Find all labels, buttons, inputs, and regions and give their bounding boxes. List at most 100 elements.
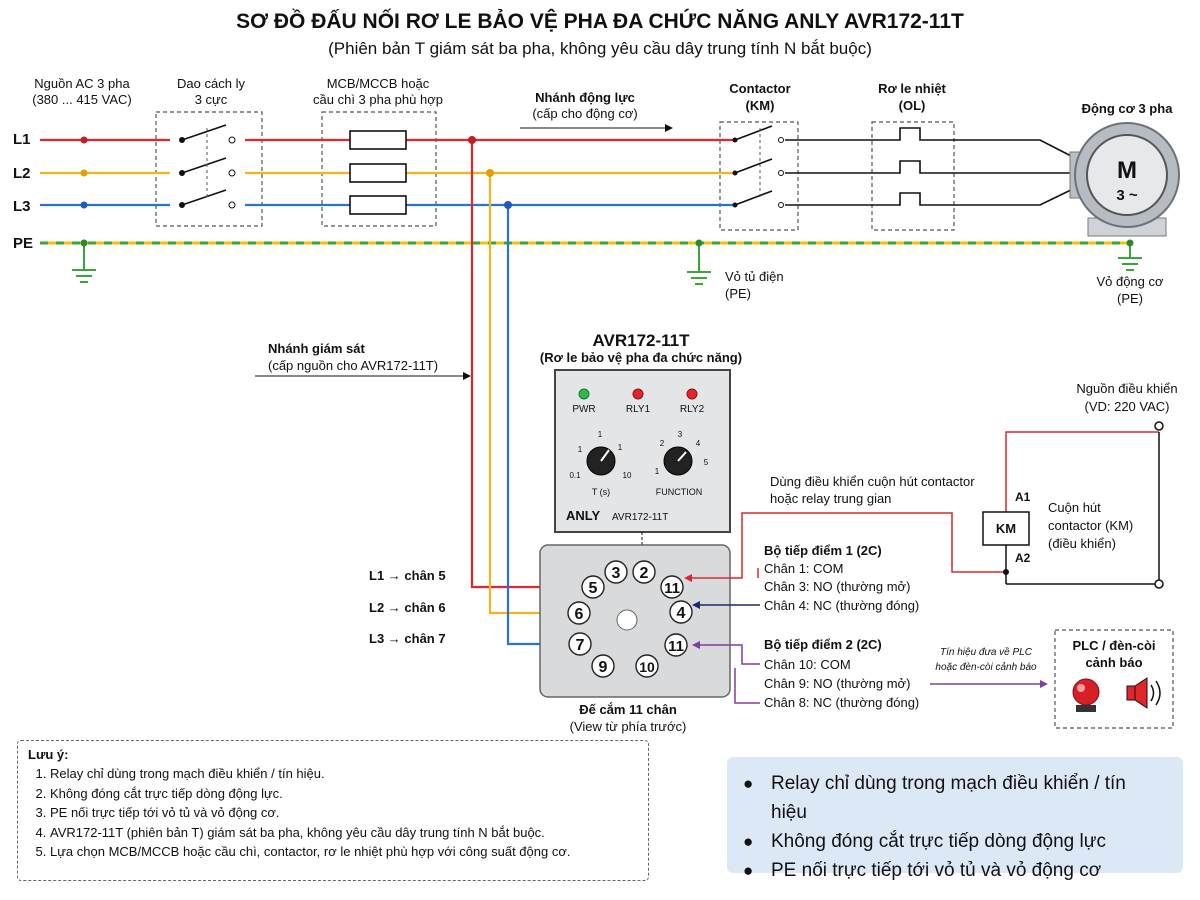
- power-branch-sub: (cấp cho động cơ): [532, 106, 637, 121]
- f-scale-1: 2: [660, 439, 665, 448]
- function-knob[interactable]: [663, 446, 693, 476]
- l2-pin-map: L2 → chân 6: [369, 600, 446, 615]
- coil-a2: A2: [1015, 551, 1031, 565]
- overload-label: Rơ le nhiệt: [878, 81, 946, 96]
- control-source-label: Nguồn điều khiển: [1076, 381, 1177, 396]
- note-item: Lựa chọn MCB/MCCB hoặc cầu chì, contacto…: [50, 842, 638, 862]
- isolator-switches: [179, 124, 236, 209]
- motor-symbol: M: [1117, 157, 1137, 184]
- power-branch-label: Nhánh động lực: [535, 90, 635, 105]
- phase-wires: [40, 138, 1076, 207]
- pin-7: 7: [568, 632, 592, 656]
- contact2-nc: Chân 8: NC (thường đóng): [764, 695, 919, 710]
- cabinet-ground-label: Vỏ tủ điện: [725, 269, 784, 284]
- coil-desc-1: Cuộn hút: [1048, 500, 1101, 515]
- svg-text:4: 4: [677, 605, 686, 622]
- notes-title: Lưu ý:: [28, 747, 69, 762]
- t-scale-4: 1: [618, 443, 623, 452]
- coil-label: KM: [996, 521, 1016, 536]
- pin-9: 9: [591, 654, 615, 678]
- pin-6: 6: [567, 601, 591, 625]
- relay-model: AVR172-11T: [612, 512, 668, 523]
- page-title: SƠ ĐỒ ĐẤU NỐI RƠ LE BẢO VỆ PHA ĐA CHỨC N…: [236, 9, 964, 33]
- pin-2: 2: [632, 560, 656, 584]
- cabinet-ground-tag: (PE): [725, 286, 751, 301]
- t-scale-0: 0.1: [569, 471, 581, 480]
- contact1-title: Bộ tiếp điểm 1 (2C): [764, 543, 882, 558]
- relay-body: PWR RLY1 RLY2 0.1 1 10 1 1 T (s) 1 2 3 4…: [554, 369, 731, 533]
- note-item: Relay chỉ dùng trong mạch điều khiển / t…: [50, 764, 638, 784]
- note-item: AVR172-11T (phiên bản T) giám sát ba pha…: [50, 823, 638, 843]
- alarm-lamp-icon: [1072, 678, 1100, 712]
- socket-caption-sub: (View từ phía trước): [570, 719, 687, 734]
- plc-box: [1054, 629, 1174, 729]
- contact2-title: Bộ tiếp điểm 2 (2C): [764, 637, 882, 652]
- source-label: Nguồn AC 3 pha: [34, 76, 130, 91]
- svg-text:6: 6: [575, 606, 584, 623]
- pin-1: 11: [660, 575, 684, 599]
- pe-label: PE: [13, 235, 33, 252]
- relay-brand: ANLY: [566, 508, 601, 523]
- led-pwr-label: PWR: [572, 404, 595, 415]
- motor-phase: 3 ~: [1116, 187, 1138, 204]
- pin-8: 11: [664, 633, 688, 657]
- km-coil: [982, 511, 1030, 546]
- l3-label: L3: [13, 198, 31, 215]
- contactor-contacts: [732, 125, 784, 208]
- plc-signal-note-sub: hoặc đèn-còi cảnh báo: [935, 661, 1037, 673]
- t-knob-label: T (s): [592, 487, 610, 497]
- contactor-label: Contactor: [729, 81, 790, 96]
- isolator-poles: 3 cực: [195, 92, 228, 107]
- control-circuit: [1005, 431, 1160, 585]
- pin-5: 5: [581, 575, 605, 599]
- isolator-box: [155, 111, 263, 227]
- relay-name: AVR172-11T: [592, 331, 690, 350]
- l3-pin-map: L3 → chân 7: [369, 631, 446, 646]
- note-item: Không đóng cắt trực tiếp dòng động lực.: [50, 784, 638, 804]
- motor-label: Động cơ 3 pha: [1082, 101, 1174, 116]
- socket-caption: Đế cắm 11 chân: [579, 702, 677, 717]
- source-ground-icon: [72, 243, 96, 283]
- contact1-nc: Chân 4: NC (thường đóng): [764, 598, 919, 613]
- isolator-label: Dao cách ly: [177, 76, 245, 91]
- contact2-wires: [694, 644, 1042, 704]
- socket-pins: 3 2 11 5 6 4 7 11 9 10: [567, 560, 693, 678]
- siren-icon: [1126, 677, 1161, 709]
- overload-elements: [895, 127, 935, 206]
- rly1-led-icon: [632, 388, 644, 400]
- control-terminal-bottom: [1154, 579, 1164, 589]
- contact1-wires: [690, 512, 1006, 606]
- monitor-branch-sub: (cấp nguồn cho AVR172-11T): [268, 358, 438, 373]
- time-knob[interactable]: [586, 446, 616, 476]
- l1-label: L1: [13, 131, 31, 148]
- rly2-led-icon: [686, 388, 698, 400]
- svg-text:7: 7: [576, 637, 585, 654]
- cabinet-ground-icon: [687, 243, 711, 285]
- contact2-no: Chân 9: NO (thường mở): [764, 676, 910, 691]
- control-terminal-top: [1154, 421, 1164, 431]
- pin-4: 4: [669, 600, 693, 624]
- motor-ground-tag: (PE): [1117, 291, 1143, 306]
- pwr-led-icon: [578, 388, 590, 400]
- motor: M 3 ~: [1069, 122, 1180, 237]
- note-item: PE nối trực tiếp tới vỏ tủ và vỏ động cơ…: [50, 803, 638, 823]
- mcb-box: [321, 111, 437, 227]
- coil-note-sub: hoặc relay trung gian: [770, 491, 891, 506]
- overload-tag: (OL): [899, 98, 926, 113]
- f-scale-4: 5: [704, 458, 709, 467]
- highlight-panel: Relay chỉ dùng trong mạch điều khiển / t…: [727, 757, 1183, 885]
- pin-3: 3: [604, 560, 628, 584]
- l1-pin-map: L1 → chân 5: [369, 568, 446, 583]
- highlight-item: PE nối trực tiếp tới vỏ tủ và vỏ động cơ: [743, 856, 1167, 885]
- source-voltage: (380 ... 415 VAC): [32, 92, 131, 107]
- control-source-sub: (VD: 220 VAC): [1084, 399, 1169, 414]
- notes-panel: Lưu ý: Relay chỉ dùng trong mạch điều kh…: [17, 740, 649, 881]
- svg-text:9: 9: [599, 659, 608, 676]
- motor-ground-icon: [1118, 243, 1142, 271]
- coil-desc-3: (điều khiển): [1048, 536, 1116, 551]
- fuse-set: [349, 130, 407, 215]
- led-rly2-label: RLY2: [680, 404, 705, 415]
- mcb-sub: cầu chì 3 pha phù hợp: [313, 92, 443, 107]
- svg-text:11: 11: [664, 580, 680, 597]
- svg-text:2: 2: [640, 565, 649, 582]
